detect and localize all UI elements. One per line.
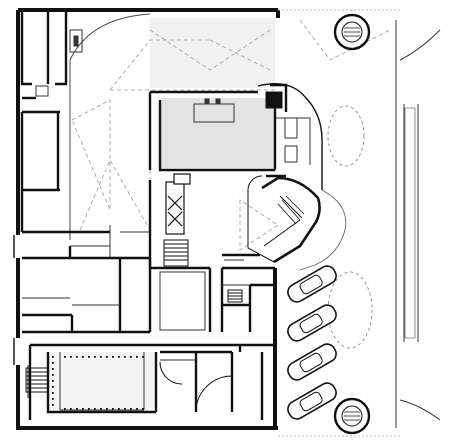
column xyxy=(130,408,132,410)
column xyxy=(70,356,72,358)
column xyxy=(52,374,54,376)
column xyxy=(124,408,126,410)
car-icon xyxy=(287,382,337,420)
column xyxy=(136,408,138,410)
column xyxy=(76,356,78,358)
thin-partitions xyxy=(22,29,311,411)
column xyxy=(52,386,54,388)
column xyxy=(124,356,126,358)
colonnade xyxy=(52,356,144,410)
column xyxy=(142,408,144,410)
kerb-curve xyxy=(299,189,347,271)
stair-icon xyxy=(25,91,283,393)
car-icon xyxy=(287,343,337,381)
column xyxy=(118,356,120,358)
column xyxy=(136,356,138,358)
column xyxy=(52,404,54,406)
shaded-areas xyxy=(48,18,275,410)
column xyxy=(142,356,144,358)
column xyxy=(94,356,96,358)
column xyxy=(52,392,54,394)
lower-hall-fill xyxy=(48,352,156,410)
curved-reception xyxy=(247,176,321,264)
column xyxy=(106,356,108,358)
column xyxy=(70,408,72,410)
landscape-ovals xyxy=(327,105,373,349)
parked-cars xyxy=(287,265,337,420)
column xyxy=(118,408,120,410)
column xyxy=(88,408,90,410)
column xyxy=(76,408,78,410)
loggia-fill xyxy=(150,18,275,88)
car-icon xyxy=(287,304,337,342)
road xyxy=(278,9,441,437)
column xyxy=(82,408,84,410)
column xyxy=(100,356,102,358)
column xyxy=(130,356,132,358)
car-icon xyxy=(287,265,337,303)
core xyxy=(165,173,191,235)
column xyxy=(100,408,102,410)
column xyxy=(64,408,66,410)
column xyxy=(52,380,54,382)
column xyxy=(52,368,54,370)
column xyxy=(52,356,54,358)
column xyxy=(88,356,90,358)
column xyxy=(82,356,84,358)
column xyxy=(112,408,114,410)
column xyxy=(106,408,108,410)
column xyxy=(52,362,54,364)
entrance-canopy xyxy=(257,83,323,190)
tree-icon xyxy=(333,13,371,435)
column xyxy=(94,408,96,410)
column xyxy=(112,356,114,358)
column xyxy=(52,398,54,400)
column xyxy=(64,356,66,358)
door-swing-icon xyxy=(13,175,263,413)
exhibition-hall-fill xyxy=(160,98,275,168)
exterior-walls xyxy=(16,8,280,430)
